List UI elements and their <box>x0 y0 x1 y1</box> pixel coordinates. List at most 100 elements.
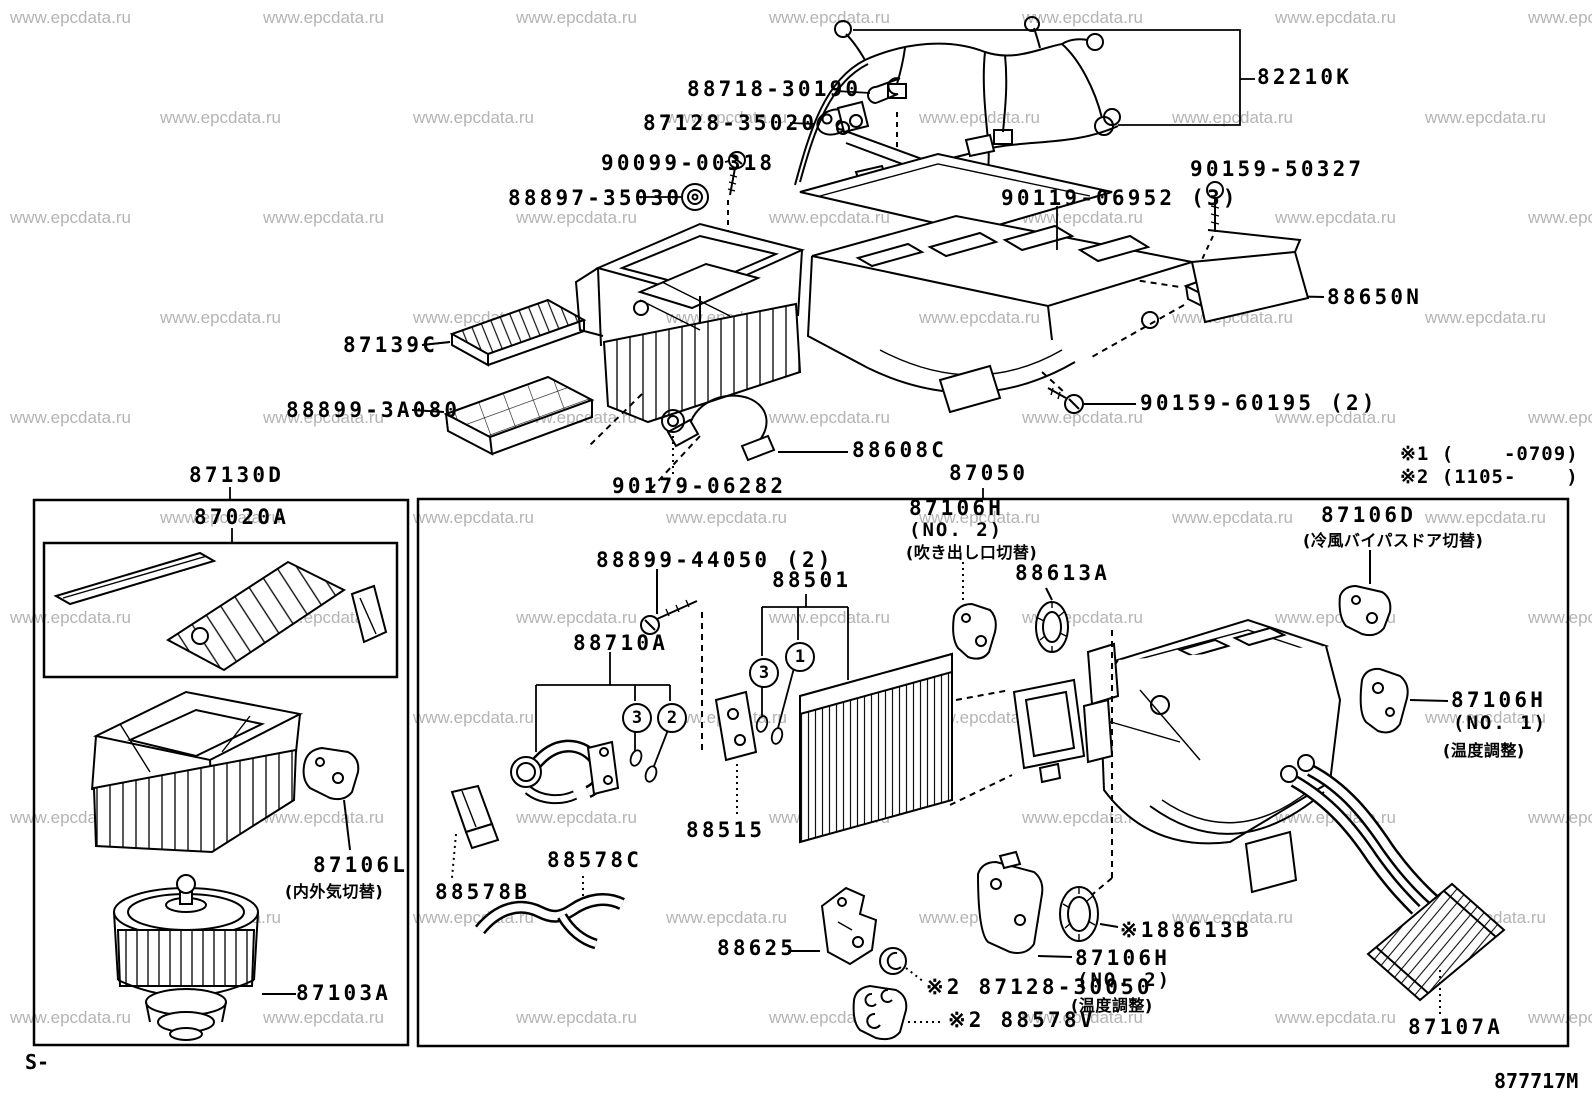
part-label-screw-60195: 90159-60195 (2) <box>1140 391 1378 415</box>
page-code: S- <box>25 1050 50 1074</box>
hose-88578C-drawing <box>474 876 625 950</box>
part-label-screw-washer: 90099-00318 <box>601 151 776 175</box>
part-label-amplifier: 88650N <box>1327 285 1423 309</box>
part-label-servo-bypass-desc: (冷風バイパスドア切替) <box>1303 531 1484 550</box>
part-label-servo-temp-no2-desc: (温度調整) <box>1071 996 1153 1015</box>
filter-case-3A080-drawing <box>411 375 595 456</box>
watermark-text: www.epcdata.ru <box>263 8 384 27</box>
part-label-servo-bypass: 87106D <box>1321 503 1417 527</box>
part-label-grommet-30050: ※2 87128-30050 <box>926 975 1153 999</box>
watermark-text: www.epcdata.ru <box>1172 908 1293 927</box>
damper-strip-drawing <box>53 551 217 606</box>
packing-88578B-drawing <box>450 784 500 879</box>
part-label-bracket: 88625 <box>717 936 797 960</box>
valve-88515-drawing <box>714 690 758 814</box>
part-label-blower-unit: 87130D <box>189 463 285 487</box>
watermark-text: www.epcdata.ru <box>516 1008 637 1027</box>
grommet-30050-drawing <box>879 947 925 983</box>
watermark-text: www.epcdata.ru <box>1022 1008 1143 1027</box>
part-label-servo-intake: 87106L <box>313 853 409 877</box>
watermark-text: www.epcdata.ru <box>1022 408 1143 427</box>
watermark-text: www.epcdata.ru <box>1528 1008 1592 1027</box>
heater-case-upper-drawing <box>799 152 1310 414</box>
watermark-text: www.epcdata.ru <box>10 8 131 27</box>
watermark-text: www.epcdata.ru <box>160 308 281 327</box>
watermark-text: www.epcdata.ru <box>516 208 637 227</box>
watermark-text: www.epcdata.ru <box>263 408 384 427</box>
watermark-text: www.epcdata.ru <box>919 508 1040 527</box>
watermark-text: www.epcdata.ru <box>1528 808 1592 827</box>
bracket-88625-drawing <box>788 886 878 966</box>
watermark-text: www.epcdata.ru <box>1275 1008 1396 1027</box>
watermark-text: www.epcdata.ru <box>1425 708 1546 727</box>
part-label-valve: 88515 <box>686 818 766 842</box>
part-label-servo-temp-no1-sub: (NO. 1) <box>1453 712 1548 734</box>
part-label-ac-unit: 87050 <box>949 461 1029 485</box>
part-label-servo-mode-desc: (吹き出し口切替) <box>906 543 1038 562</box>
watermark-text: www.epcdata.ru <box>10 1008 131 1027</box>
watermark-text: www.epcdata.ru <box>666 508 787 527</box>
part-label-packing: 87128-35020 <box>643 111 818 135</box>
watermark-text: www.epcdata.ru <box>263 208 384 227</box>
part-label-servo-mode: 87106H <box>909 496 1005 520</box>
servo-87106L-drawing <box>302 746 360 851</box>
right-unit-box <box>416 497 1570 1048</box>
watermark-text: www.epcdata.ru <box>10 608 131 627</box>
watermark-text: www.epcdata.ru <box>413 108 534 127</box>
part-label-bolt-washer: 88899-44050 (2) <box>596 548 834 572</box>
note-2: ※2 (1105- ) <box>1400 466 1579 488</box>
part-label-servo-temp-no1: 87106H <box>1451 688 1547 712</box>
part-label-nut: 90179-06282 <box>612 474 787 498</box>
part-label-servo-temp-no2: 87106H <box>1075 946 1171 970</box>
part-label-servo-mode-sub: (NO. 2) <box>909 519 1004 541</box>
watermark-text: www.epcdata.ru <box>1022 8 1143 27</box>
left-unit-box <box>32 498 410 1047</box>
part-label-hose: 88578C <box>547 848 643 872</box>
watermark-text: www.epcdata.ru <box>160 508 281 527</box>
clamp-88718-drawing <box>867 77 901 152</box>
pipes-heater-drawing <box>1280 754 1441 915</box>
wire-88608C-drawing <box>666 394 848 462</box>
part-label-filter-case: 88899-3A080 <box>286 398 461 422</box>
part-label-packing-v: ※2 88578V <box>948 1008 1096 1032</box>
watermark-text: www.epcdata.ru <box>1172 108 1293 127</box>
damper-87020A-drawing <box>166 560 388 672</box>
watermark-text: www.epcdata.ru <box>919 108 1040 127</box>
watermark-text: www.epcdata.ru <box>263 1008 384 1027</box>
evaporator-88501-drawing <box>799 652 1013 844</box>
watermark-text: www.epcdata.ru <box>1528 8 1592 27</box>
watermark-text: www.epcdata.ru <box>1528 408 1592 427</box>
filter-87139C-drawing <box>421 298 587 367</box>
note-1: ※1 ( -0709) <box>1400 443 1579 465</box>
servo-mode-drawing <box>952 562 997 660</box>
blower-motor-87103A-drawing <box>113 874 296 1041</box>
watermark-text: www.epcdata.ru <box>1275 8 1396 27</box>
watermark-text: www.epcdata.ru <box>1172 508 1293 527</box>
callout-number-3: 3 <box>749 658 779 688</box>
heater-unit-drawing <box>1082 618 1342 894</box>
part-label-harness: 82210K <box>1257 65 1353 89</box>
part-label-screw-tapping: 90159-50327 <box>1190 157 1365 181</box>
part-label-damper: 87020A <box>194 505 290 529</box>
callout-bracket-88501 <box>755 594 849 745</box>
part-label-ring: 88613A <box>1015 561 1111 585</box>
intake-housing-drawing <box>91 690 304 854</box>
watermark-text: www.epcdata.ru <box>919 308 1040 327</box>
part-label-packing-b: 88578B <box>435 880 531 904</box>
part-label-grommet: 88897-35030 <box>508 186 683 210</box>
watermark-text: www.epcdata.ru <box>516 8 637 27</box>
part-label-screw-bind: 90119-06952 (3) <box>1001 186 1239 210</box>
blower-case-upper-drawing <box>574 222 806 493</box>
servo-bypass-drawing <box>1338 550 1392 637</box>
watermark-text: www.epcdata.ru <box>413 508 534 527</box>
watermark-text: www.epcdata.ru <box>769 408 890 427</box>
part-label-servo-temp-no2-sub: (NO. 2) <box>1077 969 1172 991</box>
watermark-text: www.epcdata.ru <box>516 608 637 627</box>
part-label-wire: 88608C <box>852 438 948 462</box>
part-label-heater-core: 87107A <box>1408 1015 1504 1039</box>
leader-lines <box>229 90 1058 542</box>
pipe-88710A-drawing <box>510 739 620 805</box>
watermark-text: www.epcdata.ru <box>666 108 787 127</box>
